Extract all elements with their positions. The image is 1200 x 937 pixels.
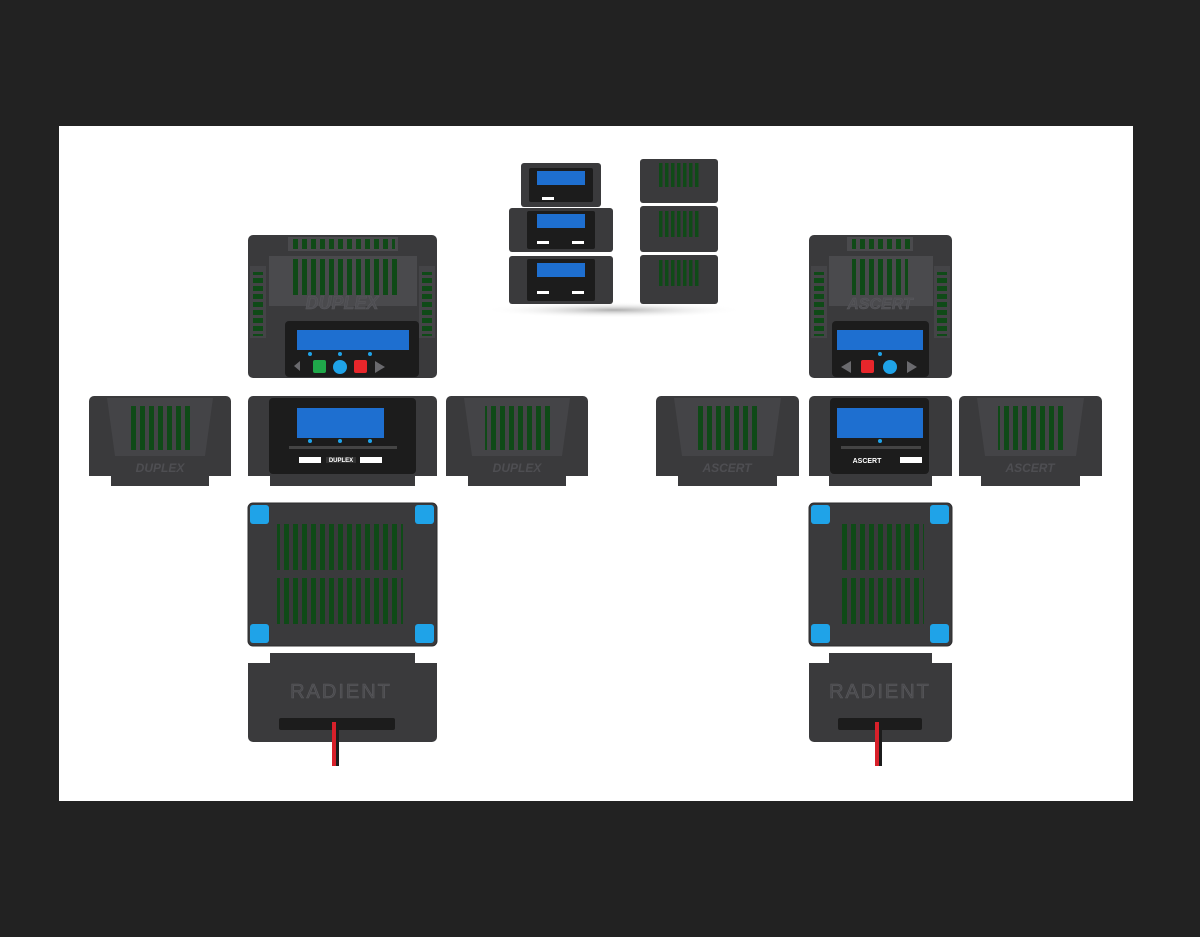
green-button-icon: [313, 360, 326, 373]
svg-text:ASCERT: ASCERT: [853, 458, 883, 465]
duplex-left-side: DUPLEX: [89, 396, 231, 486]
svg-text:ASCERT: ASCERT: [1004, 461, 1056, 475]
radient-back-right: RADIENT: [809, 653, 952, 766]
ascert-logo-top: ASCERT: [846, 296, 914, 313]
svg-text:RADIENT: RADIENT: [290, 681, 392, 703]
svg-text:DUPLEX: DUPLEX: [493, 461, 543, 475]
duplex-top-view: DUPLEX: [248, 235, 437, 378]
template-sheet: DUPLEX DUPLEX: [59, 126, 1133, 801]
radient-back-left: RADIENT: [248, 653, 437, 766]
stack-preview-front: [484, 163, 744, 318]
arrow-right-icon: [375, 361, 385, 373]
ascert-left-side: ASCERT: [656, 396, 799, 486]
blue-button-icon: [333, 360, 347, 374]
ascert-right-side: ASCERT: [959, 396, 1102, 486]
device-template-artwork: DUPLEX DUPLEX: [89, 159, 1102, 766]
svg-text:RADIENT: RADIENT: [829, 681, 931, 703]
ascert-bottom-view: [808, 502, 953, 647]
arrow-left-icon: [841, 361, 851, 373]
arrow-right-icon: [907, 361, 917, 373]
red-button-icon: [354, 360, 367, 373]
svg-text:DUPLEX: DUPLEX: [136, 461, 186, 475]
stack-preview-side: [640, 159, 718, 304]
red-button-icon: [861, 360, 874, 373]
duplex-logo-top: DUPLEX: [305, 293, 379, 313]
arrow-left-icon: [294, 361, 300, 371]
duplex-front-view: DUPLEX: [248, 396, 437, 486]
svg-text:DUPLEX: DUPLEX: [329, 458, 353, 464]
ascert-front-view: ASCERT: [809, 396, 952, 486]
ascert-top-view: ASCERT: [809, 235, 952, 378]
duplex-right-side: DUPLEX: [446, 396, 588, 486]
blue-button-icon: [883, 360, 897, 374]
svg-text:ASCERT: ASCERT: [701, 461, 753, 475]
duplex-bottom-view: [247, 502, 438, 647]
